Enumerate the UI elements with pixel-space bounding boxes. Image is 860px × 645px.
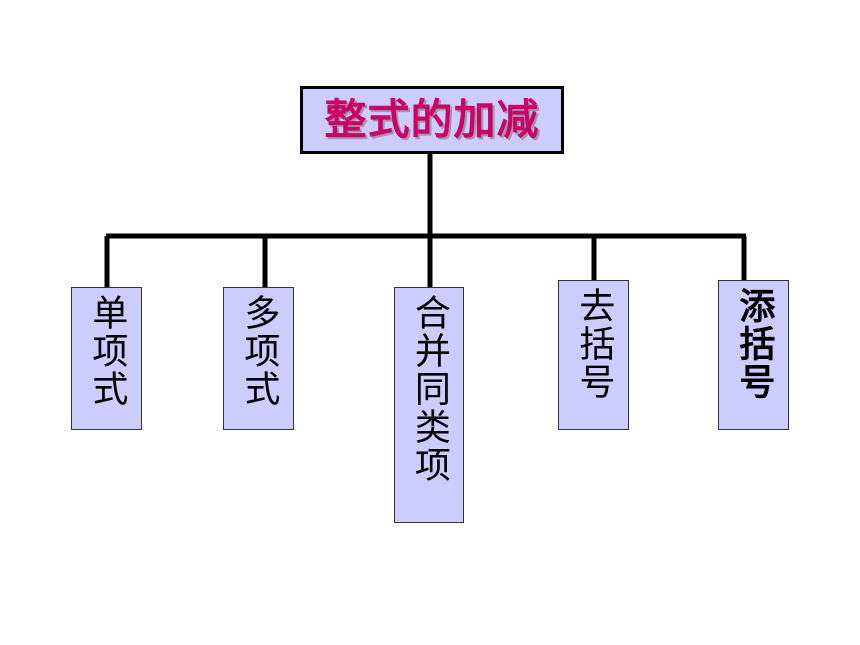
- child-node-add-brackets: 添括号: [718, 280, 789, 430]
- child-node-label: 去括号: [573, 287, 615, 401]
- child-node-polynomial: 多项式: [223, 287, 294, 430]
- child-node-combine-like-terms: 合并同类项: [394, 287, 464, 523]
- child-node-label: 合并同类项: [408, 294, 450, 484]
- child-node-remove-brackets: 去括号: [558, 280, 629, 430]
- child-node-label: 单项式: [86, 294, 128, 408]
- child-node-monomial: 单项式: [71, 287, 142, 430]
- root-node: 整式的加减: [300, 86, 564, 154]
- child-node-label: 多项式: [238, 294, 280, 408]
- root-node-label: 整式的加减: [324, 95, 540, 144]
- child-node-label: 添括号: [733, 287, 775, 401]
